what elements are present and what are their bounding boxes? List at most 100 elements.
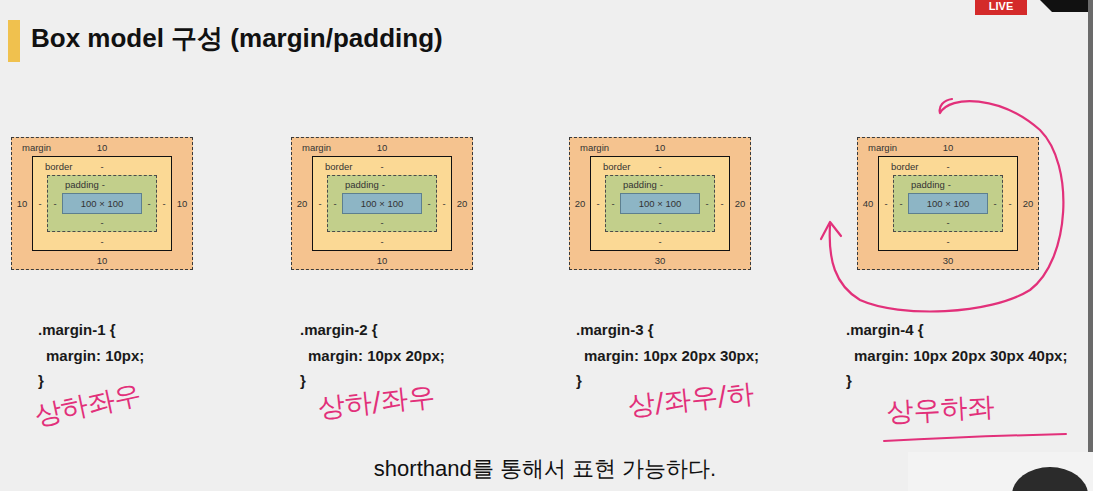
box-label: margin	[868, 142, 897, 153]
arrow-head	[821, 222, 841, 239]
box-value: -	[658, 161, 661, 172]
border-box: border----padding----100 × 100	[590, 156, 730, 251]
box-label: padding	[65, 179, 99, 190]
box-value: -	[946, 236, 949, 247]
box-value: -	[658, 217, 661, 228]
box-value: -	[100, 217, 103, 228]
code-line: margin: 10px;	[46, 347, 144, 365]
box-value: 20	[735, 198, 746, 209]
box-value: -	[946, 161, 949, 172]
content-size: 100 × 100	[361, 198, 404, 209]
box-value: 40	[863, 198, 874, 209]
box-label: border	[45, 161, 72, 172]
code-line: .margin-3 {	[576, 321, 654, 339]
box-value: 30	[655, 255, 666, 266]
code-line: margin: 10px 20px 30px 40px;	[854, 347, 1067, 365]
box-value: -	[53, 198, 56, 209]
code-line: }	[576, 372, 582, 390]
box-value: 20	[297, 198, 308, 209]
margin-box: margin10101010border----padding----100 ×…	[11, 137, 193, 270]
box-label: padding	[623, 179, 657, 190]
border-box: border----padding----100 × 100	[32, 156, 172, 251]
box-value: -	[380, 217, 383, 228]
box-value: -	[162, 198, 165, 209]
box-label: padding	[345, 179, 379, 190]
box-value: 10	[377, 255, 388, 266]
box-label: border	[603, 161, 630, 172]
box-value: -	[611, 198, 614, 209]
code-line: margin: 10px 20px;	[308, 347, 445, 365]
box-label: padding	[911, 179, 945, 190]
handwritten-note: 상우하좌	[886, 390, 996, 428]
box-value: 10	[97, 255, 108, 266]
content-size: 100 × 100	[639, 198, 682, 209]
underline	[884, 434, 1066, 441]
box-value: -	[596, 198, 599, 209]
margin-box: margin10202010border----padding----100 ×…	[291, 137, 473, 270]
content-box: 100 × 100	[620, 193, 700, 214]
edge-strip	[1088, 0, 1093, 452]
box-value: -	[948, 179, 951, 190]
box-value: 30	[943, 255, 954, 266]
box-value: 10	[177, 198, 188, 209]
content-size: 100 × 100	[81, 198, 124, 209]
box-value: -	[1008, 198, 1011, 209]
margin-box: margin10202030border----padding----100 ×…	[569, 137, 751, 270]
box-value: -	[147, 198, 150, 209]
box-value: -	[102, 179, 105, 190]
code-line: }	[846, 372, 852, 390]
box-value: -	[899, 198, 902, 209]
box-value: 10	[17, 198, 28, 209]
box-value: -	[427, 198, 430, 209]
border-box: border----padding----100 × 100	[878, 156, 1018, 251]
box-value: -	[660, 179, 663, 190]
box-value: 10	[377, 142, 388, 153]
box-value: -	[100, 161, 103, 172]
code-line: margin: 10px 20px 30px;	[584, 347, 759, 365]
box-value: -	[993, 198, 996, 209]
padding-box: padding----100 × 100	[47, 175, 157, 232]
box-value: 20	[575, 198, 586, 209]
code-line: .margin-1 {	[38, 321, 116, 339]
margin-box: margin10402030border----padding----100 ×…	[857, 137, 1039, 270]
subtitle-caption: shorthand를 통해서 표현 가능하다.	[374, 455, 716, 482]
box-value: -	[333, 198, 336, 209]
content-box: 100 × 100	[62, 193, 142, 214]
box-label: margin	[302, 142, 331, 153]
box-value: 20	[1023, 198, 1034, 209]
border-box: border----padding----100 × 100	[312, 156, 452, 251]
title-bar	[8, 20, 20, 62]
handwritten-note: 상하/좌우	[316, 380, 436, 424]
code-line: }	[300, 372, 306, 390]
box-value: 10	[655, 142, 666, 153]
handwritten-note: 상하좌우	[32, 378, 144, 432]
box-value: -	[720, 198, 723, 209]
webcam-person	[1012, 467, 1088, 491]
box-value: -	[946, 217, 949, 228]
slide-title: Box model 구성 (margin/padding)	[31, 21, 443, 55]
box-label: margin	[580, 142, 609, 153]
padding-box: padding----100 × 100	[327, 175, 437, 232]
box-value: -	[705, 198, 708, 209]
live-badge-text: LIVE	[989, 0, 1013, 13]
box-value: -	[380, 236, 383, 247]
box-label: border	[891, 161, 918, 172]
code-line: .margin-2 {	[300, 321, 378, 339]
box-value: 10	[943, 142, 954, 153]
box-label: margin	[22, 142, 51, 153]
corner-wedge	[1040, 0, 1093, 12]
box-value: -	[884, 198, 887, 209]
box-value: 10	[97, 142, 108, 153]
content-box: 100 × 100	[908, 193, 988, 214]
box-value: -	[382, 179, 385, 190]
handwritten-note: 상/좌우/하	[626, 377, 755, 422]
live-badge	[975, 0, 1027, 15]
order-circle-arrow	[830, 99, 1064, 311]
box-value: -	[100, 236, 103, 247]
box-value: -	[318, 198, 321, 209]
content-size: 100 × 100	[927, 198, 970, 209]
code-line: .margin-4 {	[846, 321, 924, 339]
content-box: 100 × 100	[342, 193, 422, 214]
box-value: -	[658, 236, 661, 247]
code-line: }	[38, 372, 44, 390]
